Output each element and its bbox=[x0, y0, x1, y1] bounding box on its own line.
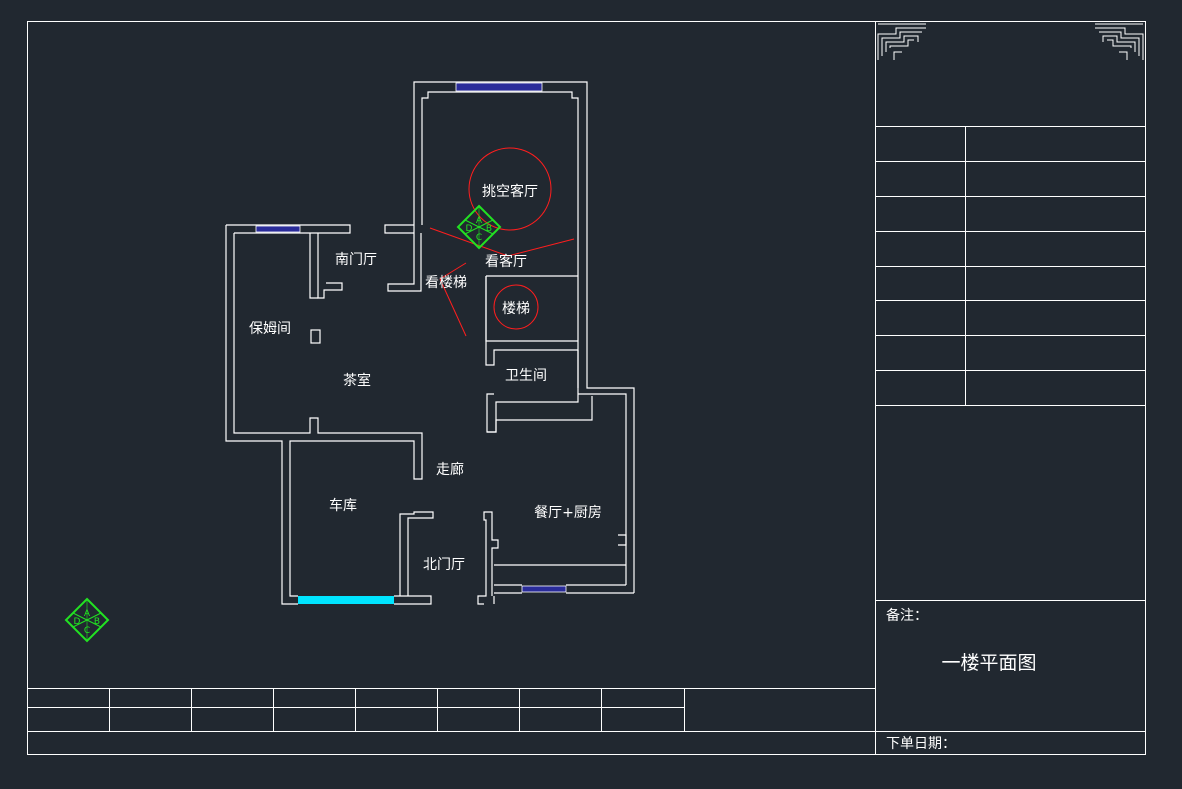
svg-text:C: C bbox=[84, 626, 90, 636]
room-label-living-void: 挑空客厅 bbox=[482, 183, 538, 200]
notes-label: 备注： bbox=[886, 607, 928, 624]
view-circle-stairs bbox=[493, 284, 539, 330]
window-dining bbox=[521, 585, 567, 593]
svg-text:C: C bbox=[476, 233, 482, 243]
drawing-frame bbox=[27, 21, 1146, 755]
drawing-title: 一楼平面图 bbox=[941, 652, 1036, 674]
svg-text:B: B bbox=[94, 617, 100, 627]
room-label-north-foyer: 北门厅 bbox=[423, 557, 465, 573]
svg-text:A: A bbox=[476, 216, 483, 226]
room-label-nanny-room: 保姆间 bbox=[249, 321, 291, 337]
room-label-stairs: 楼梯 bbox=[502, 301, 530, 317]
room-label-view-living: 看客厅 bbox=[485, 253, 527, 270]
svg-text:D: D bbox=[74, 617, 81, 627]
order-date-label: 下单日期： bbox=[886, 736, 956, 752]
room-label-view-stairs: 看楼梯 bbox=[425, 275, 467, 291]
room-labels: 挑空客厅 看客厅 南门厅 看楼梯 楼梯 保姆间 茶室 卫生间 走廊 车库 餐厅+… bbox=[249, 183, 602, 573]
room-label-dining-kitchen: 餐厅+厨房 bbox=[534, 505, 602, 521]
svg-text:D: D bbox=[466, 224, 473, 234]
room-label-bathroom: 卫生间 bbox=[505, 368, 547, 384]
view-circle-living bbox=[468, 147, 552, 231]
windows bbox=[255, 82, 567, 604]
corner-ornament-left-icon bbox=[877, 23, 926, 60]
room-label-garage: 车库 bbox=[329, 497, 357, 514]
room-label-corridor: 走廊 bbox=[436, 461, 464, 478]
window-living-void bbox=[455, 82, 543, 92]
compass-icon: A D B C bbox=[64, 597, 110, 643]
svg-text:A: A bbox=[84, 609, 91, 619]
garage-door bbox=[298, 596, 394, 604]
room-label-tea-room: 茶室 bbox=[343, 372, 371, 389]
corner-ornament-right-icon bbox=[1095, 23, 1144, 60]
svg-text:B: B bbox=[486, 224, 492, 234]
room-label-south-foyer: 南门厅 bbox=[335, 252, 377, 268]
floor-plan-walls bbox=[225, 81, 635, 605]
window-nanny-room bbox=[255, 225, 301, 233]
view-marks bbox=[429, 147, 575, 337]
compass-icon: A D B C bbox=[456, 204, 502, 250]
